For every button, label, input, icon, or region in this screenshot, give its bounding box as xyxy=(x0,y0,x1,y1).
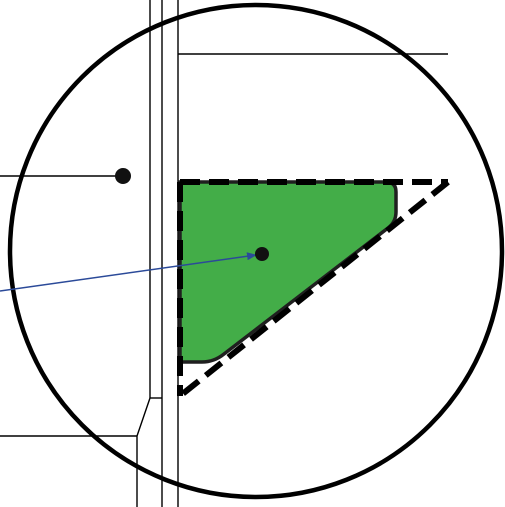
detail-circle xyxy=(7,2,505,500)
wall-step-line xyxy=(136,397,151,507)
center-dot xyxy=(255,247,269,261)
green-shape xyxy=(178,180,398,364)
pointer-arrow xyxy=(0,252,257,292)
label-dot xyxy=(115,168,131,184)
triangle-dashed-outline xyxy=(177,179,450,399)
